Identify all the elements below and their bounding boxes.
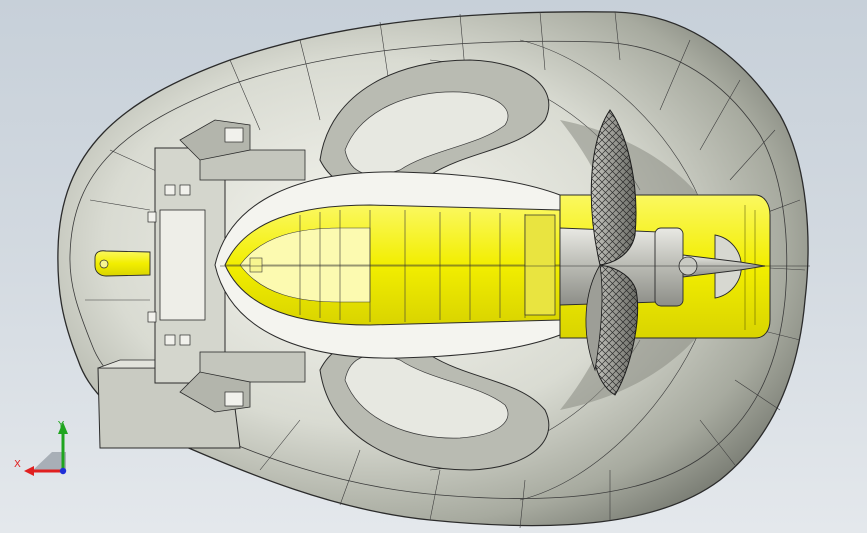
y-axis-label: Y (57, 420, 65, 431)
motor-pod[interactable] (224, 204, 561, 326)
triad-plane-icon (32, 452, 66, 471)
tiller-arm[interactable] (94, 250, 151, 277)
x-axis-label: X (14, 459, 21, 470)
view-triad[interactable]: Y X (14, 420, 68, 476)
tiller-pivot-icon (99, 259, 109, 269)
duct-fin-lower[interactable] (319, 339, 550, 471)
mounting-bracket[interactable] (97, 119, 306, 449)
propeller[interactable] (585, 109, 639, 396)
propeller-shaft[interactable] (559, 227, 766, 307)
z-axis-dot-icon (59, 467, 67, 475)
duct-fin-upper[interactable] (319, 59, 550, 191)
